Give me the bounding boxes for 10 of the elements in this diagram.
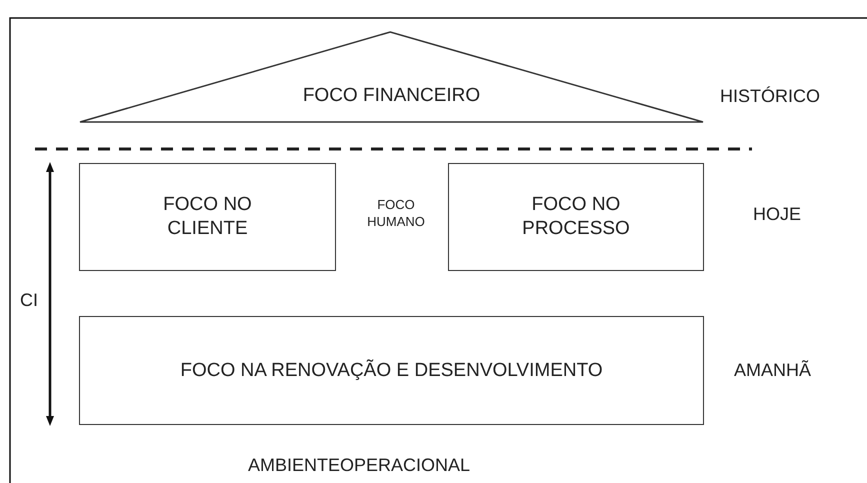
focus-box: FOCO NA RENOVAÇÃO E DESENVOLVIMENTO <box>79 316 704 425</box>
node-text: FOCO FINANCEIRO <box>302 85 480 106</box>
focus-box: FOCO NO PROCESSO <box>448 163 704 271</box>
period-label: HISTÓRICO <box>720 86 820 107</box>
axis-label: CI <box>20 290 38 311</box>
period-label: AMANHÃ <box>734 360 812 381</box>
footer-label: AMBIENTEOPERACIONAL <box>248 455 470 476</box>
center-label: FOCO HUMANO <box>366 196 426 230</box>
focus-box: FOCO NO CLIENTE <box>79 163 336 271</box>
period-label: HOJE <box>753 204 802 225</box>
